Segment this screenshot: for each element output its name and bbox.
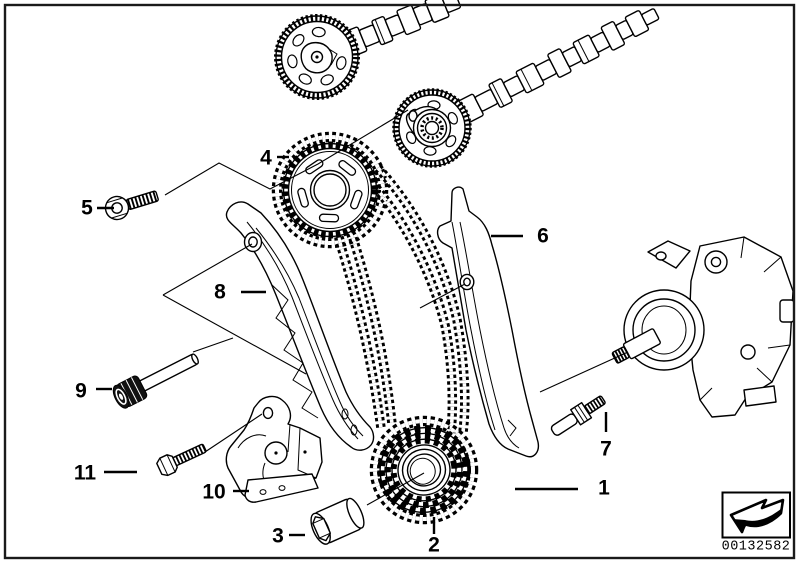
stud-bolt xyxy=(550,395,606,436)
callout-10[interactable]: 10 xyxy=(202,480,226,504)
callout-dashes xyxy=(96,155,608,537)
callout-3[interactable]: 3 xyxy=(272,524,284,548)
page-curl-arrow-icon xyxy=(729,498,785,534)
bushing xyxy=(310,497,365,545)
leader-lines xyxy=(162,109,629,506)
callout-8[interactable]: 8 xyxy=(214,280,226,304)
callout-4[interactable]: 4 xyxy=(260,146,272,170)
camshaft-exhaust xyxy=(274,0,462,100)
camshaft-gear-left xyxy=(274,14,360,100)
timing-chain xyxy=(271,131,479,525)
crankshaft-sprocket xyxy=(377,425,471,515)
callout-11[interactable]: 11 xyxy=(73,461,97,485)
guide-rail-left xyxy=(225,201,375,451)
part-number: 00132582 xyxy=(721,539,791,555)
callout-5[interactable]: 5 xyxy=(81,196,93,220)
tensioning-rail-right xyxy=(436,186,540,458)
cam-sprocket xyxy=(281,141,379,239)
hex-bolt xyxy=(156,443,207,477)
chain-tensioner xyxy=(225,395,323,503)
callout-6[interactable]: 6 xyxy=(537,224,549,248)
camshaft-gear-right xyxy=(392,88,472,168)
stamp-box xyxy=(721,491,791,539)
callout-2[interactable]: 2 xyxy=(428,533,440,557)
high-pressure-pump xyxy=(611,236,795,418)
callout-1[interactable]: 1 xyxy=(598,476,610,500)
long-bolt xyxy=(112,353,199,409)
callout-9[interactable]: 9 xyxy=(75,379,87,403)
callout-7[interactable]: 7 xyxy=(600,437,612,461)
diagram-frame xyxy=(3,3,796,560)
camshaft-intake xyxy=(392,8,660,168)
sprocket-screw xyxy=(104,190,159,221)
